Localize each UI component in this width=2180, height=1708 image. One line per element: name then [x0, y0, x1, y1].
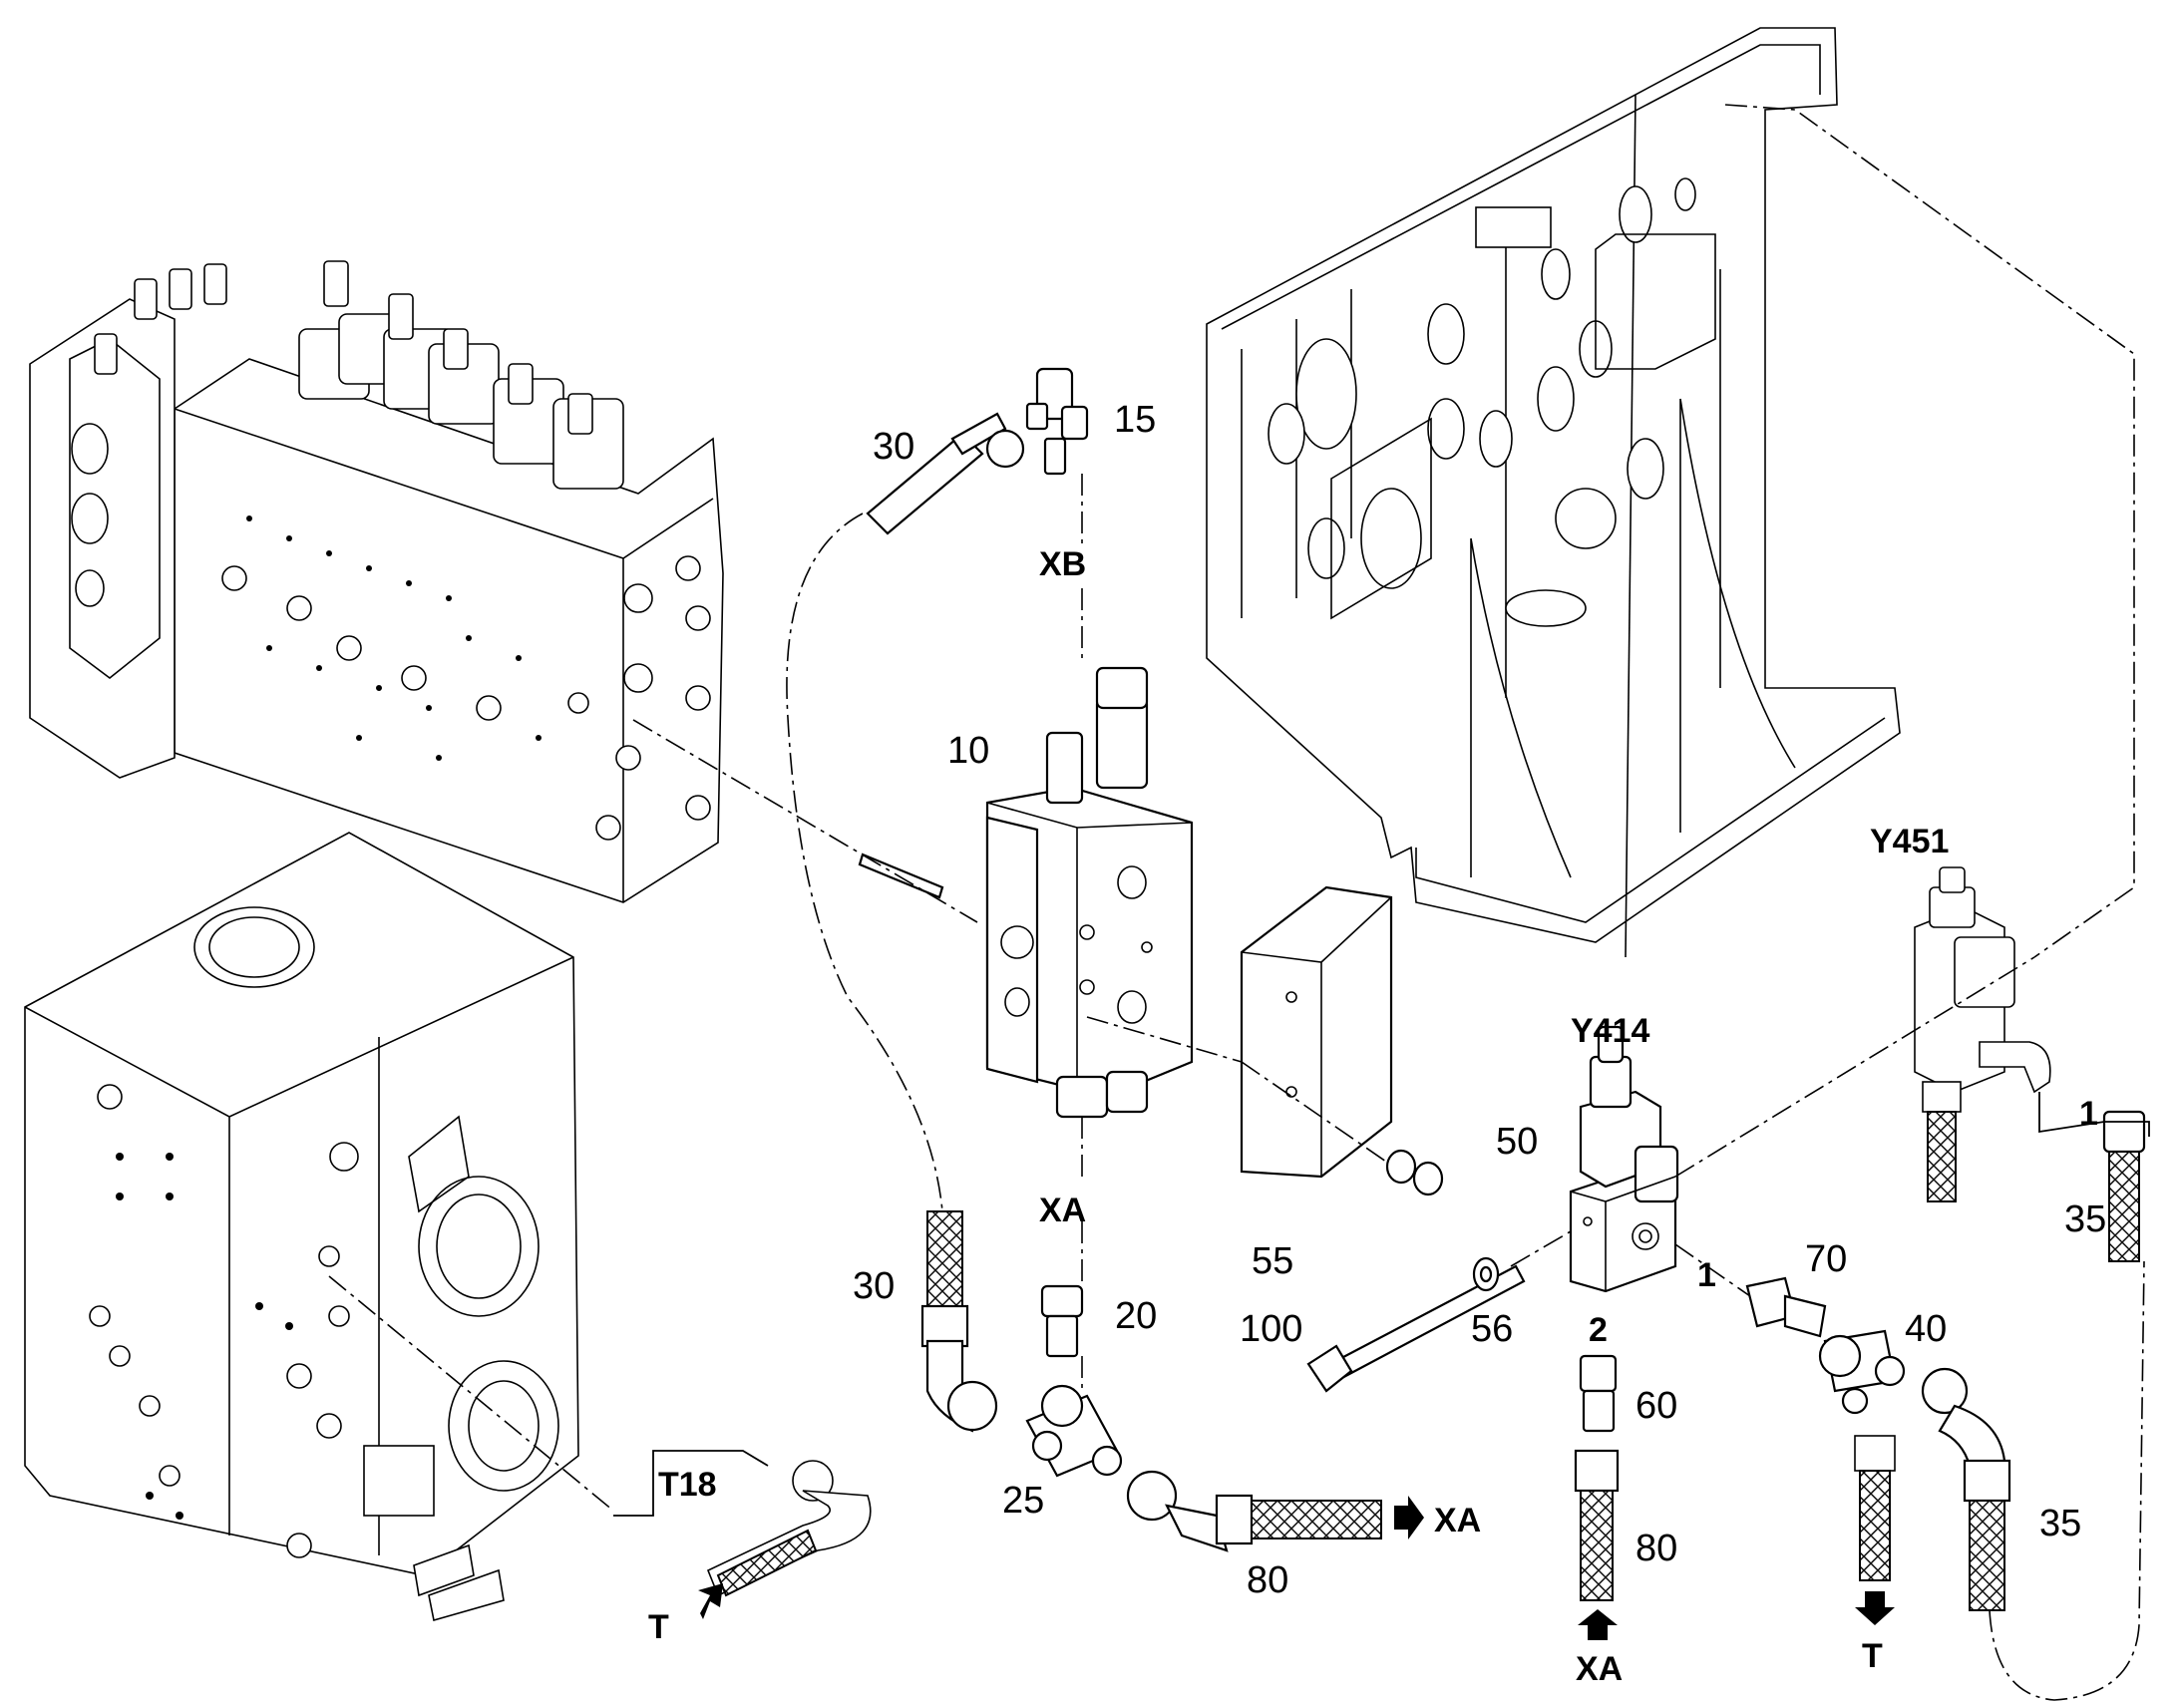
label-t-bottom: T: [1862, 1637, 1883, 1675]
label-port-1: 1: [1697, 1256, 1716, 1294]
label-30-left: 30: [853, 1265, 895, 1307]
assembly-lines: [328, 104, 2145, 1701]
label-t-left: T: [648, 1608, 669, 1646]
label-1-right: 1: [2079, 1095, 2098, 1133]
label-10: 10: [947, 730, 989, 772]
control-valve-bank: [29, 260, 724, 903]
label-56: 56: [1471, 1308, 1513, 1350]
fitting-70: [1745, 1276, 1827, 1338]
fitting-15: [1025, 367, 1089, 476]
label-xb: XB: [1039, 545, 1086, 583]
label-25: 25: [1002, 1480, 1044, 1522]
label-port-2: 2: [1589, 1311, 1608, 1349]
arrow-diagonal-icon: [698, 1583, 723, 1619]
tee-40: [1818, 1329, 1906, 1415]
label-80-left: 80: [1247, 1559, 1288, 1601]
bolt-100: [1306, 1264, 1526, 1393]
hose-80-right: [1574, 1449, 1620, 1601]
label-35-right: 35: [2064, 1198, 2106, 1240]
label-50: 50: [1496, 1121, 1538, 1163]
solenoid-valve-y451: [1914, 866, 2051, 1202]
label-y414: Y414: [1571, 1012, 1649, 1050]
label-y451: Y451: [1870, 823, 1949, 860]
label-35-bottom: 35: [2039, 1503, 2081, 1544]
hose-35-bottom: [1921, 1367, 2011, 1611]
label-xa-mid: XA: [1039, 1192, 1086, 1229]
fitting-60: [1579, 1354, 1618, 1433]
label-100: 100: [1240, 1308, 1302, 1350]
washer-56: [1472, 1256, 1500, 1292]
hose-t18: [413, 1460, 872, 1622]
tee-25: [1025, 1384, 1123, 1478]
label-60: 60: [1635, 1385, 1677, 1427]
label-40: 40: [1905, 1308, 1947, 1350]
label-30-top: 30: [873, 426, 914, 468]
valve-block-10: [985, 666, 1194, 1119]
valve-spools: [94, 260, 624, 490]
hose-t: [1854, 1435, 1896, 1581]
arrow-down-icon: [1855, 1591, 1895, 1625]
part-labels: 30 15 XB 10 XA 30 20 25 80 XA T18 T 55 1…: [648, 399, 2106, 1688]
label-20: 20: [1115, 1295, 1157, 1337]
nut-plate: [1385, 1149, 1444, 1196]
label-t18: T18: [658, 1466, 717, 1504]
label-55: 55: [1252, 1240, 1293, 1282]
arrow-up-icon: [1578, 1609, 1618, 1640]
label-80-right: 80: [1635, 1528, 1677, 1569]
mounting-frame: [1206, 27, 1901, 958]
transmission-housing: [24, 832, 579, 1576]
spacer-plate-55: [1240, 885, 1393, 1179]
label-xa-bottom: XA: [1576, 1650, 1623, 1688]
hose-30-left: [920, 1210, 998, 1433]
label-15: 15: [1114, 399, 1156, 441]
label-70: 70: [1805, 1238, 1847, 1280]
label-xa-right: XA: [1434, 1502, 1481, 1539]
hose-30-top: [866, 412, 1025, 535]
leader-lines: [613, 1092, 2150, 1517]
fitting-20: [1040, 1284, 1084, 1358]
solenoid-valve-y414: [1569, 1025, 1679, 1293]
hose-80-left: [1126, 1470, 1382, 1552]
arrow-right-icon: [1394, 1496, 1424, 1539]
hose-35-right: [2102, 1110, 2146, 1262]
